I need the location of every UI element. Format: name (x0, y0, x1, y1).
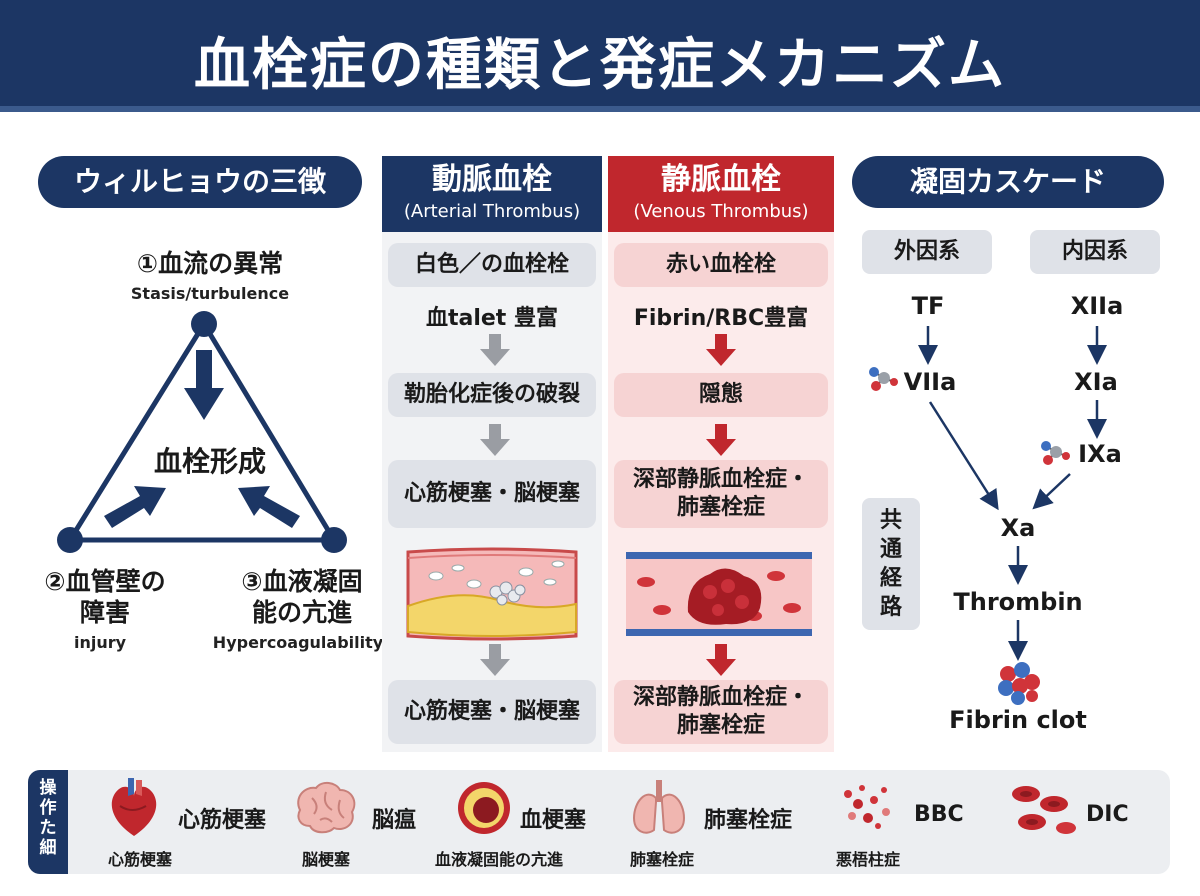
venous-box-dvt-2: 深部静脈血栓症・ 肺塞栓症 (614, 680, 828, 744)
footer-item-3-sub: 血液凝固能の亢進 (434, 850, 563, 869)
heart-icon (111, 778, 157, 836)
fibrin-clot-icon (998, 662, 1040, 705)
footer-item-2-sub: 脳梗塞 (301, 850, 350, 869)
footer-side-char-3: た (39, 818, 57, 838)
hypercoag-sublabel: Hypercoagulability (212, 633, 384, 652)
footer-item-5-label: BBC (914, 802, 964, 827)
footer-item-6-label: DIC (1086, 802, 1129, 827)
venous-title: 静脈血栓 (661, 162, 781, 197)
node-ixa: IXa (1078, 440, 1122, 468)
virchow-heading: ウィルヒョウの三徴 (38, 156, 362, 208)
footer-side-char-2: 作 (39, 798, 57, 818)
vessel-injury-line2: 障害 (79, 598, 130, 627)
hypercoag-line2: 能の亢進 (251, 598, 352, 627)
node-fibrin-clot: Fibrin clot (949, 706, 1087, 734)
footer-item-4-label: 肺塞栓症 (704, 808, 793, 833)
arterial-title: 動脈血栓 (432, 162, 552, 197)
rbc-icon (1012, 786, 1076, 834)
venous-box-dvt-2-line1: 深部静脈血栓症・ (632, 685, 809, 710)
footer-item-4-sub: 肺塞栓症 (629, 850, 694, 869)
arterial-box-infarction-1: 心筋梗塞・脳梗塞 (388, 460, 596, 528)
vessel-injury-label: ②血管壁の 障害 (20, 566, 190, 628)
footer-item-1-label: 心筋梗塞 (178, 808, 267, 833)
footer-item-2-label: 脳瘟 (372, 808, 417, 833)
vessel-injury-sublabel: injury (73, 633, 127, 652)
arterial-box-infarction-2: 心筋梗塞・脳梗塞 (388, 680, 596, 744)
arterial-platelet-text: 血talet 豊富 (425, 306, 558, 331)
arterial-header: 動脈血栓 (Arterial Thrombus) (382, 156, 602, 232)
venous-header: 静脈血栓 (Venous Thrombus) (608, 156, 834, 232)
intrinsic-pathway-label: 内因系 (1030, 230, 1160, 274)
common-char-1: 共 (879, 508, 902, 533)
venous-vessel-illustration (626, 552, 812, 636)
footer-side-char-4: 細 (39, 838, 57, 858)
arterial-subtitle: (Arterial Thrombus) (403, 201, 581, 222)
venous-box-dvt-1-line1: 深部静脈血栓症・ (632, 467, 809, 492)
node-thrombin: Thrombin (953, 588, 1083, 616)
brain-icon (297, 782, 356, 834)
venous-box-dvt-1-line2: 肺塞栓症 (676, 495, 765, 520)
arterial-box-white-thrombus: 白色／の血栓栓 (388, 243, 596, 287)
hypercoag-label: ③血液凝固 能の亢進 (212, 566, 392, 628)
stasis-sublabel: Stasis/turbulence (130, 284, 290, 303)
venous-box-stasis: 隠態 (614, 373, 828, 417)
footer-side-char-1: 操 (39, 778, 57, 798)
platelets-icon (844, 785, 890, 829)
extrinsic-pathway-label: 外因系 (862, 230, 992, 274)
footer-item-1-sub: 心筋梗塞 (107, 850, 172, 869)
venous-subtitle: (Venous Thrombus) (633, 201, 809, 222)
hypercoag-line1: ③血液凝固 (241, 567, 363, 596)
thrombus-formation-label: 血栓形成 (153, 445, 266, 478)
venous-box-dvt-1: 深部静脈血栓症・ 肺塞栓症 (614, 460, 828, 528)
molecule-icon-ixa (1041, 441, 1070, 465)
cascade-heading: 凝固カスケード (852, 156, 1164, 208)
common-char-4: 路 (879, 595, 902, 620)
page-title: 血栓症の種類と発症メカニズム (194, 33, 1006, 98)
node-viia: VIIa (903, 368, 957, 396)
node-xiia: XIIa (1070, 292, 1124, 320)
header-bar: 血栓症の種類と発症メカニズム (0, 0, 1200, 112)
vessel-icon (458, 782, 510, 834)
arterial-arrow-2 (480, 424, 510, 456)
arterial-vessel-illustration (406, 547, 578, 641)
footer-item-5-sub: 悪梧柱症 (835, 850, 900, 869)
vessel-injury-line1: ②血管壁の (44, 567, 166, 596)
arterial-arrow-3 (480, 644, 510, 676)
molecule-icon-viia (869, 367, 898, 391)
venous-box-red-thrombus: 赤い血栓栓 (614, 243, 828, 287)
venous-fibrin-text: Fibrin/RBC豊富 (633, 306, 809, 331)
footer-side-label: 操 作 た 細 (28, 770, 68, 874)
venous-arrow-2 (706, 424, 736, 456)
lungs-icon (632, 780, 686, 834)
node-xa: Xa (1000, 514, 1036, 542)
arterial-arrow-1 (480, 334, 510, 366)
common-pathway-label: 共 通 経 路 (862, 498, 920, 630)
arterial-box-plaque-rupture: 勒胎化症後の破裂 (388, 373, 596, 417)
venous-arrow-3 (706, 644, 736, 676)
node-tf: TF (911, 292, 945, 320)
footer-panel: 操 作 た 細 (28, 770, 1170, 874)
venous-arrow-1 (706, 334, 736, 366)
node-xia: XIa (1074, 368, 1118, 396)
virchow-triangle (57, 311, 347, 553)
venous-box-dvt-2-line2: 肺塞栓症 (676, 713, 765, 738)
stasis-label: ①血流の異常 (136, 249, 284, 278)
footer-item-3-label: 血梗塞 (520, 808, 587, 833)
common-char-3: 経 (879, 566, 902, 591)
common-char-2: 通 (879, 537, 902, 562)
